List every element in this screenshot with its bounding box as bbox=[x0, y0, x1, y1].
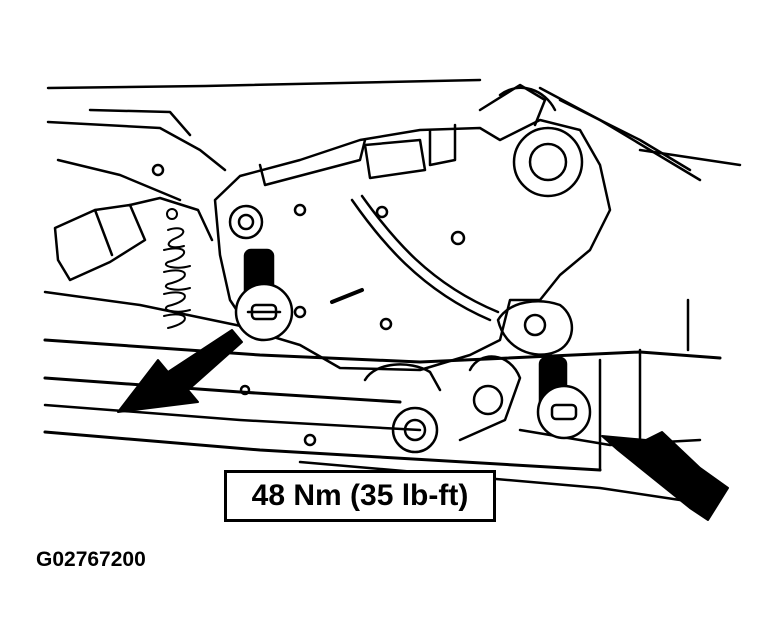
left-callout-arrow bbox=[117, 329, 243, 413]
figure-code: G02767200 bbox=[36, 548, 146, 571]
left-bracket bbox=[53, 196, 214, 282]
right-torque-bolt bbox=[536, 356, 592, 440]
torque-spec-label: 48 Nm (35 lb-ft) bbox=[224, 470, 496, 522]
return-spring bbox=[163, 208, 191, 329]
right-callout-arrow bbox=[601, 431, 729, 521]
recliner-plate bbox=[151, 83, 612, 442]
left-torque-bolt bbox=[234, 248, 294, 342]
lower-pivot-bolt bbox=[239, 384, 504, 454]
torque-spec-text: 48 Nm (35 lb-ft) bbox=[251, 479, 469, 512]
